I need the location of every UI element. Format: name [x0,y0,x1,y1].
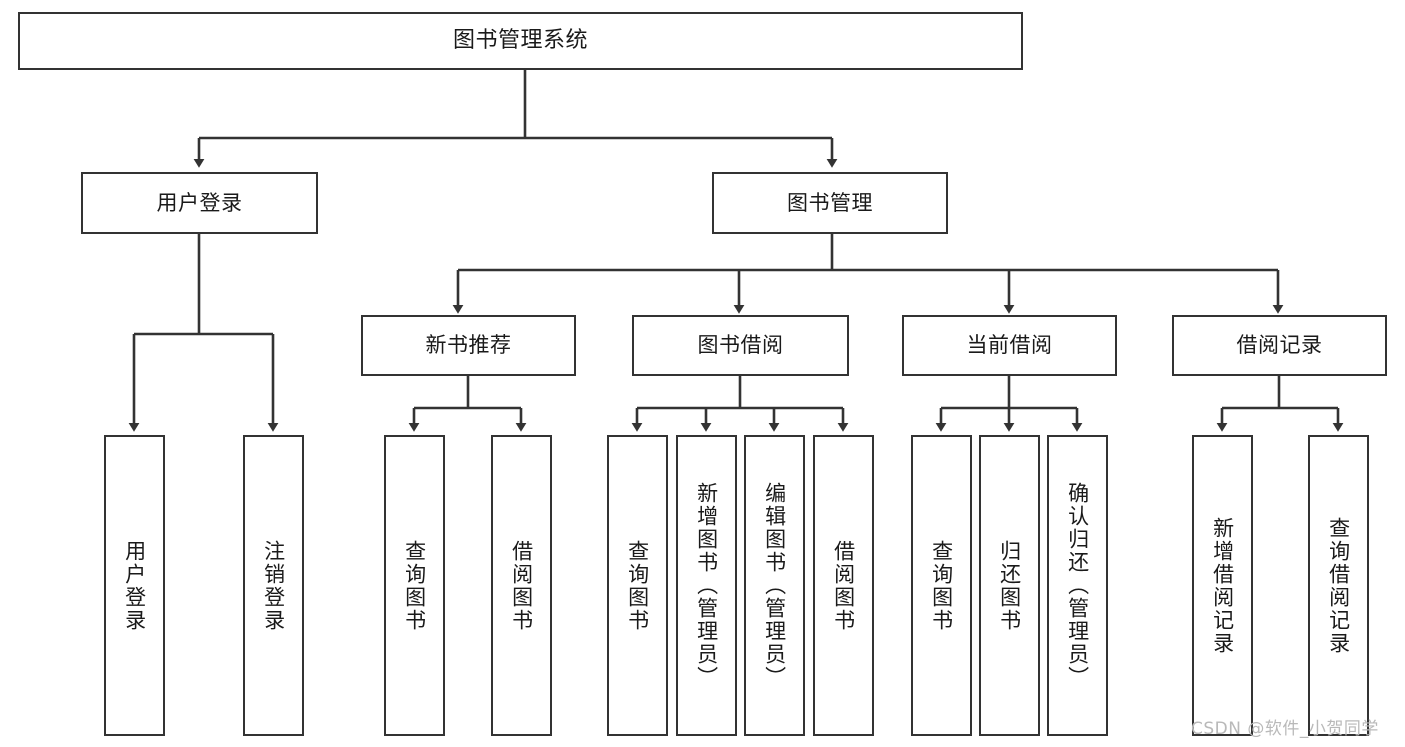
node-root-system[interactable]: 图书管理系统 [18,12,1023,70]
node-user-login-label: 用户登录 [156,190,243,215]
node-root-system-label: 图书管理系统 [452,28,588,54]
leaf-book-borrow-borrow-label: 借阅图书 [831,539,856,632]
leaf-user-login-login[interactable]: 用户登录 [104,435,165,736]
leaf-borrow-record-query[interactable]: 查询借阅记录 [1308,435,1369,736]
leaf-book-borrow-query[interactable]: 查询图书 [607,435,668,736]
leaf-new-book-query[interactable]: 查询图书 [384,435,445,736]
leaf-new-book-query-label: 查询图书 [402,539,427,632]
leaf-current-borrow-query[interactable]: 查询图书 [911,435,972,736]
leaf-borrow-record-query-label: 查询借阅记录 [1326,516,1351,655]
csdn-watermark: CSDN @软件_小贺同学 [1191,719,1379,739]
node-user-login[interactable]: 用户登录 [81,172,318,234]
leaf-book-borrow-borrow[interactable]: 借阅图书 [813,435,874,736]
leaf-book-borrow-query-label: 查询图书 [625,539,650,632]
node-borrow-record[interactable]: 借阅记录 [1172,315,1387,376]
leaf-book-borrow-add-label: 新增图书（管理员） [694,482,719,689]
leaf-new-book-borrow[interactable]: 借阅图书 [491,435,552,736]
node-book-borrow[interactable]: 图书借阅 [632,315,849,376]
node-current-borrow[interactable]: 当前借阅 [902,315,1117,376]
node-current-borrow-label: 当前借阅 [966,333,1053,358]
leaf-book-borrow-edit-label: 编辑图书（管理员） [762,482,787,689]
leaf-current-borrow-return-label: 归还图书 [997,539,1022,632]
leaf-current-borrow-confirm[interactable]: 确认归还（管理员） [1047,435,1108,736]
node-new-book-recommend-label: 新书推荐 [425,333,512,358]
leaf-user-login-logout-label: 注销登录 [261,539,286,632]
node-book-manage[interactable]: 图书管理 [712,172,948,234]
leaf-user-login-logout[interactable]: 注销登录 [243,435,304,736]
leaf-borrow-record-add-label: 新增借阅记录 [1210,516,1235,655]
leaf-current-borrow-confirm-label: 确认归还（管理员） [1065,482,1090,689]
node-book-manage-label: 图书管理 [787,190,873,215]
node-new-book-recommend[interactable]: 新书推荐 [361,315,576,376]
leaf-current-borrow-return[interactable]: 归还图书 [979,435,1040,736]
leaf-borrow-record-add[interactable]: 新增借阅记录 [1192,435,1253,736]
leaf-book-borrow-add[interactable]: 新增图书（管理员） [676,435,737,736]
leaf-current-borrow-query-label: 查询图书 [929,539,954,632]
node-borrow-record-label: 借阅记录 [1236,333,1323,358]
node-book-borrow-label: 图书借阅 [697,333,784,358]
leaf-new-book-borrow-label: 借阅图书 [509,539,534,632]
leaf-book-borrow-edit[interactable]: 编辑图书（管理员） [744,435,805,736]
leaf-user-login-login-label: 用户登录 [122,539,147,632]
